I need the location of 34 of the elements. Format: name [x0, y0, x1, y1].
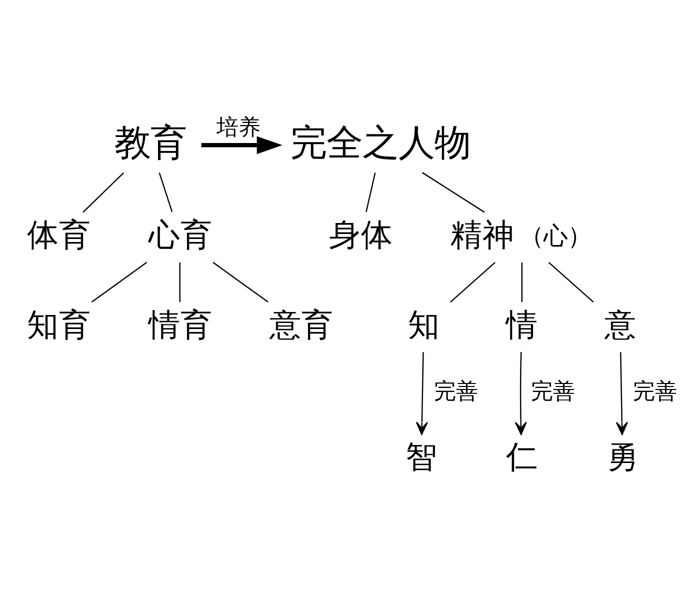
node-text: 仁: [506, 439, 538, 476]
edge-label: 完善: [632, 379, 677, 404]
node-text: 心育: [148, 217, 212, 254]
node-text: 情: [506, 306, 538, 343]
node-text: 体育: [27, 217, 92, 254]
connector: [82, 172, 124, 212]
node-text: 意育: [270, 306, 334, 343]
connector: [212, 261, 268, 302]
arrow: [416, 352, 428, 435]
node-text: 智: [405, 439, 438, 476]
node-text: 教育: [114, 120, 186, 164]
edge-label: 完善: [531, 379, 576, 404]
node-label: （心）: [520, 220, 592, 250]
arrow: [201, 136, 282, 154]
node-text: 身体: [329, 217, 394, 254]
connector: [158, 172, 173, 212]
node-text: 知: [408, 306, 440, 343]
connector: [422, 172, 485, 212]
connector: [179, 262, 180, 302]
arrow: [616, 352, 628, 435]
node-text: 意: [604, 306, 636, 343]
connector: [366, 172, 376, 212]
node-text: 情育: [148, 306, 212, 343]
edge-label: 完善: [434, 379, 478, 404]
connector: [91, 261, 148, 302]
connector: [521, 262, 523, 302]
node-text: 精神: [450, 217, 514, 254]
edge-label: 培养: [216, 115, 261, 140]
node-text: 完全之人物: [290, 120, 470, 164]
connector: [548, 261, 594, 302]
node-text: 知育: [27, 306, 92, 343]
arrow: [514, 351, 527, 434]
connector: [450, 261, 496, 302]
node-text: 勇: [606, 439, 639, 476]
